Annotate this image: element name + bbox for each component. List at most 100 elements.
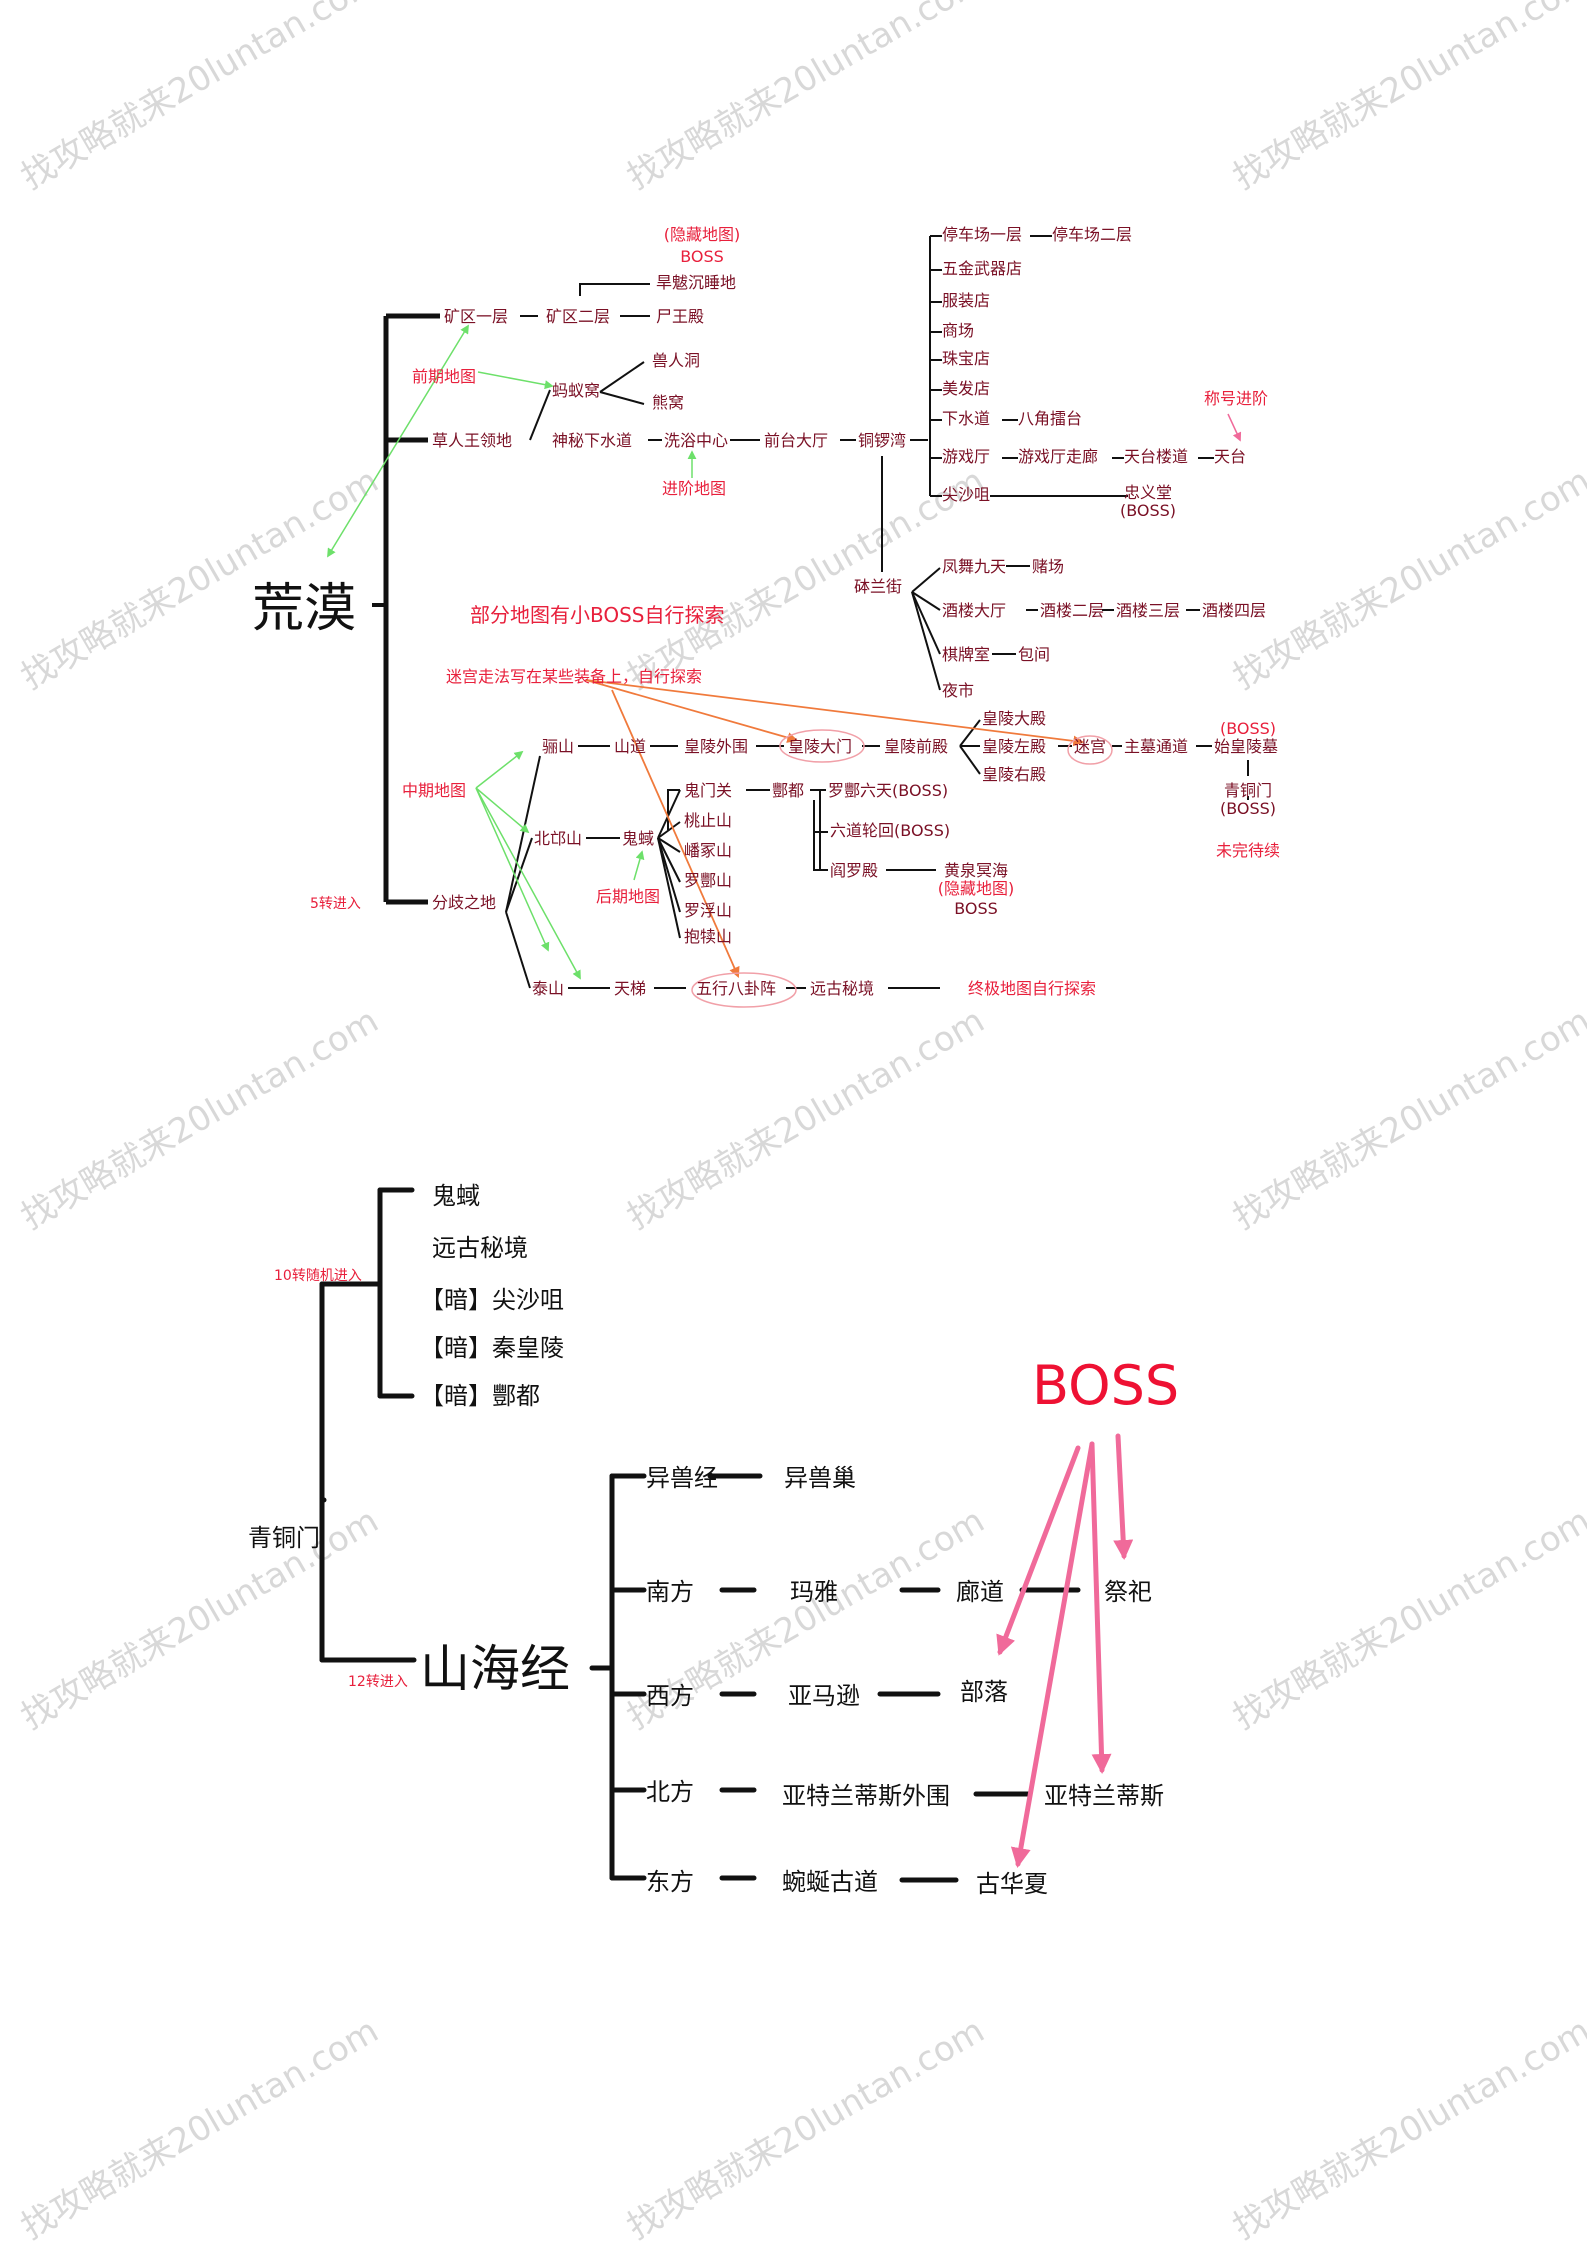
node-beiqiu: 北邙山 [534, 829, 582, 848]
node-fengwu: 凤舞九天 [942, 557, 1006, 576]
node-fenqi: 分歧之地 [432, 893, 496, 912]
label-unfinished: 未完待续 [1216, 841, 1280, 860]
row-buluo: 部落 [960, 1678, 1008, 1706]
node-shanhaijing: 山海经 [420, 1640, 570, 1698]
row-nanfang: 南方 [646, 1578, 694, 1606]
node-fuzhuang: 服装店 [942, 291, 990, 310]
node-jianshazui: 尖沙咀 [942, 485, 990, 504]
node-shihuang: 始皇陵墓 [1214, 737, 1278, 756]
watermark-text: 找攻略就来20luntan.com [1227, 2011, 1587, 2245]
watermark-text: 找攻略就来20luntan.com [1227, 461, 1587, 698]
highlight-circles [691, 729, 1113, 1008]
watermark-text: 找攻略就来20luntan.com [1227, 0, 1587, 198]
node-luofeng: 罗酆山 [684, 871, 732, 890]
node-jiulou-1: 酒楼大厅 [942, 601, 1006, 620]
node-yeshi: 夜市 [942, 681, 974, 700]
random-yuangu: 远古秘境 [432, 1234, 528, 1262]
row-maya: 玛雅 [790, 1578, 838, 1606]
label-small-boss: 部分地图有小BOSS自行探索 [470, 603, 725, 627]
random-an-jianshazui: 【暗】尖沙咀 [420, 1286, 564, 1314]
node-migong: 迷宫 [1074, 737, 1106, 756]
random-an-qinhuangling: 【暗】秦皇陵 [420, 1334, 564, 1362]
node-huangling-youdian: 皇陵右殿 [982, 765, 1046, 784]
node-yanluo: 阎罗殿 [830, 861, 878, 880]
hidden-boss-label: BOSS [680, 247, 724, 266]
node-huangling-dadian: 皇陵大殿 [982, 709, 1046, 728]
root-huangmo: 荒漠 [252, 579, 356, 639]
node-mayi: 蚂蚁窝 [552, 381, 600, 400]
node-duchang: 赌场 [1032, 557, 1064, 576]
map2-lines [319, 1187, 1081, 1883]
watermark-text: 找攻略就来20luntan.com [15, 2011, 386, 2245]
watermark-text: 找攻略就来20luntan.com [1227, 1001, 1587, 1238]
label-maze: 迷宫走法写在某些装备上，自行探索 [446, 667, 702, 686]
node-liudao: 六道轮回(BOSS) [830, 821, 950, 840]
node-bozhong: 嶓冢山 [684, 841, 732, 860]
node-tongluowan: 铜锣湾 [858, 431, 906, 450]
watermark-text: 找攻略就来20luntan.com [1227, 1501, 1587, 1738]
node-qipai: 棋牌室 [942, 645, 990, 664]
node-tiantai-loudao: 天台楼道 [1124, 447, 1188, 466]
row-dongfang: 东方 [646, 1868, 694, 1896]
watermark-layer: 找攻略就来20luntan.com 找攻略就来20luntan.com 找攻略就来2… [15, 0, 1587, 2245]
random-an-fengdu: 【暗】酆都 [420, 1382, 540, 1410]
row-jisi: 祭祀 [1104, 1578, 1152, 1606]
node-meifa: 美发店 [942, 379, 990, 398]
node-shihuang-boss: (BOSS) [1220, 719, 1276, 738]
row-yamaxun: 亚马逊 [788, 1682, 860, 1710]
node-kalanjie: 砵兰街 [854, 577, 902, 596]
node-huangling-waiwei: 皇陵外围 [684, 737, 748, 756]
row-yishoujing: 异兽经 [646, 1464, 718, 1492]
watermark-text: 找攻略就来20luntan.com [15, 1001, 386, 1238]
node-xiashuidao: 下水道 [942, 409, 990, 428]
node-huangquan-boss: BOSS [954, 899, 998, 918]
node-huangling-zuodian: 皇陵左殿 [982, 737, 1046, 756]
watermark-text: 找攻略就来20luntan.com [621, 0, 992, 198]
title-advance-arrow [1227, 413, 1242, 442]
node-baojian: 包间 [1018, 645, 1050, 664]
node-shiwang: 尸王殿 [656, 307, 704, 326]
node-tianti: 天梯 [614, 979, 646, 998]
node-wujin: 五金武器店 [942, 259, 1022, 278]
node-tingche-2: 停车场二层 [1052, 225, 1132, 244]
watermark-text: 找攻略就来20luntan.com [15, 0, 386, 198]
node-yuangu: 远古秘境 [810, 979, 874, 998]
node-tiantai: 天台 [1214, 447, 1246, 466]
node-zhubao: 珠宝店 [942, 349, 990, 368]
row-atlantis-outer: 亚特兰蒂斯外围 [782, 1782, 950, 1810]
label-late: 后期地图 [596, 887, 660, 906]
node-taishan: 泰山 [532, 979, 564, 998]
row-atlantis: 亚特兰蒂斯 [1044, 1782, 1164, 1810]
node-luofu: 罗浮山 [684, 901, 732, 920]
node-kuangqu-1: 矿区一层 [444, 307, 508, 326]
node-fengdu: 酆都 [772, 781, 804, 800]
node-guiyu: 鬼蜮 [622, 829, 654, 848]
maze-arrows [585, 679, 1085, 978]
node-zhongyi: 忠义堂 [1124, 483, 1172, 502]
node-qingtongmen: 青铜门 [1224, 781, 1272, 800]
hidden-map-label: (隐藏地图) [664, 225, 741, 244]
node-xiong: 熊窝 [652, 393, 684, 412]
green-arrows [327, 324, 697, 980]
label-enter5: 5转进入 [310, 896, 361, 912]
node-jiulou-3: 酒楼三层 [1116, 601, 1180, 620]
node-youxi: 游戏厅 [942, 447, 990, 466]
node-qiantai: 前台大厅 [764, 431, 828, 450]
node-jiulou-2: 酒楼二层 [1040, 601, 1104, 620]
node-lishan: 骊山 [542, 737, 574, 756]
row-langdao: 廊道 [956, 1578, 1004, 1606]
row-yishouchao: 异兽巢 [784, 1464, 856, 1492]
node-zhongyi-boss: (BOSS) [1120, 501, 1176, 520]
boss-arrows [996, 1433, 1134, 1868]
node-huangling-damen: 皇陵大门 [788, 737, 852, 756]
node-shouren: 兽人洞 [652, 351, 700, 370]
node-qingtongmen-boss: (BOSS) [1220, 799, 1276, 818]
node-tingche-1: 停车场一层 [942, 225, 1022, 244]
node-taozhi: 桃止山 [684, 811, 732, 830]
row-beifang: 北方 [646, 1778, 694, 1806]
node-luofeng-liutian: 罗酆六天(BOSS) [828, 781, 948, 800]
node-bajiao: 八角擂台 [1018, 409, 1082, 428]
node-kuangqu-2: 矿区二层 [546, 307, 610, 326]
node-xiyu: 洗浴中心 [664, 431, 728, 450]
